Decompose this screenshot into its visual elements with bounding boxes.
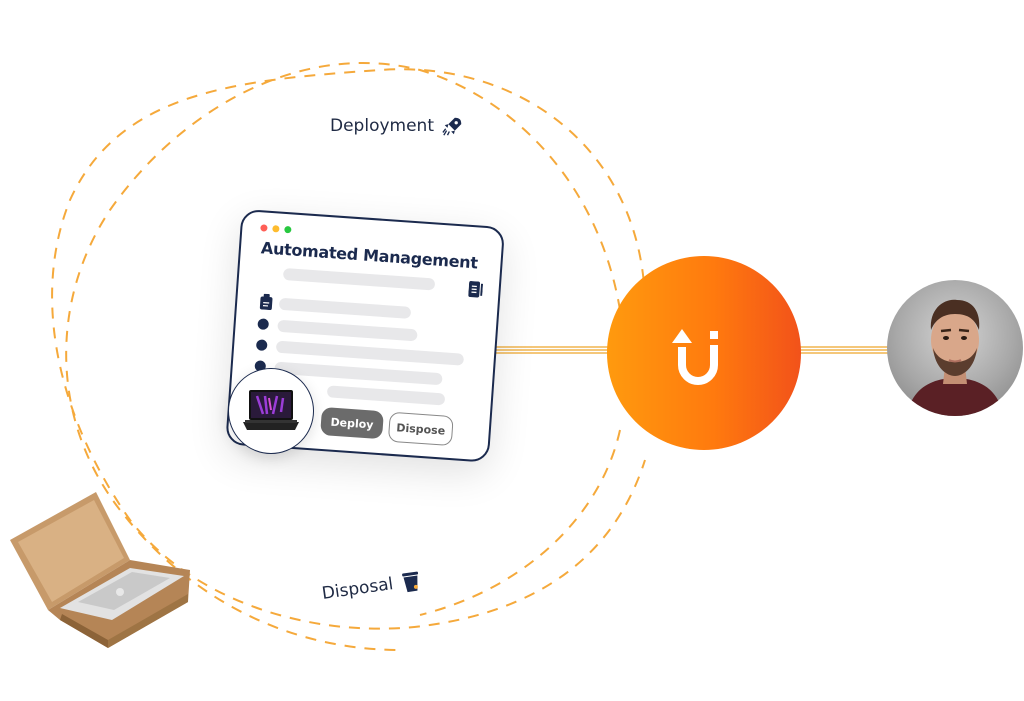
deploy-button[interactable]: Deploy	[320, 406, 384, 440]
list-bar	[278, 297, 412, 319]
clipboard-icon	[259, 293, 273, 311]
list-bullet	[255, 339, 268, 351]
user-avatar	[887, 280, 1023, 416]
maximize-dot	[284, 225, 292, 234]
brand-hub	[607, 256, 801, 450]
management-card: Automated Management Deploy Dispose	[225, 208, 511, 467]
window-controls	[260, 224, 292, 234]
laptop-box	[8, 490, 198, 655]
deployment-label: Deployment	[330, 115, 464, 137]
close-dot	[260, 224, 268, 232]
disposal-label: Disposal	[320, 569, 422, 605]
brand-logo-icon	[672, 329, 718, 385]
deployment-text: Deployment	[330, 116, 434, 136]
card-title: Automated Management	[260, 238, 479, 273]
card-to-hub-connector	[490, 346, 610, 354]
laptop-thumbnail	[228, 368, 314, 454]
hub-to-user-connector	[798, 346, 890, 354]
rocket-icon	[442, 117, 462, 136]
document-icon	[468, 281, 484, 298]
list-bar	[326, 385, 446, 406]
person-photo	[907, 299, 1003, 416]
laptop-icon	[243, 390, 299, 430]
trash-icon	[401, 571, 418, 593]
open-laptop-box-image	[10, 492, 190, 648]
list-bar	[277, 319, 418, 342]
placeholder-bar	[282, 267, 436, 291]
minimize-dot	[272, 225, 280, 233]
list-bar	[275, 340, 465, 366]
card-panel: Automated Management Deploy Dispose	[225, 208, 506, 463]
dispose-button[interactable]: Dispose	[387, 411, 454, 447]
list-bullet	[257, 318, 270, 331]
